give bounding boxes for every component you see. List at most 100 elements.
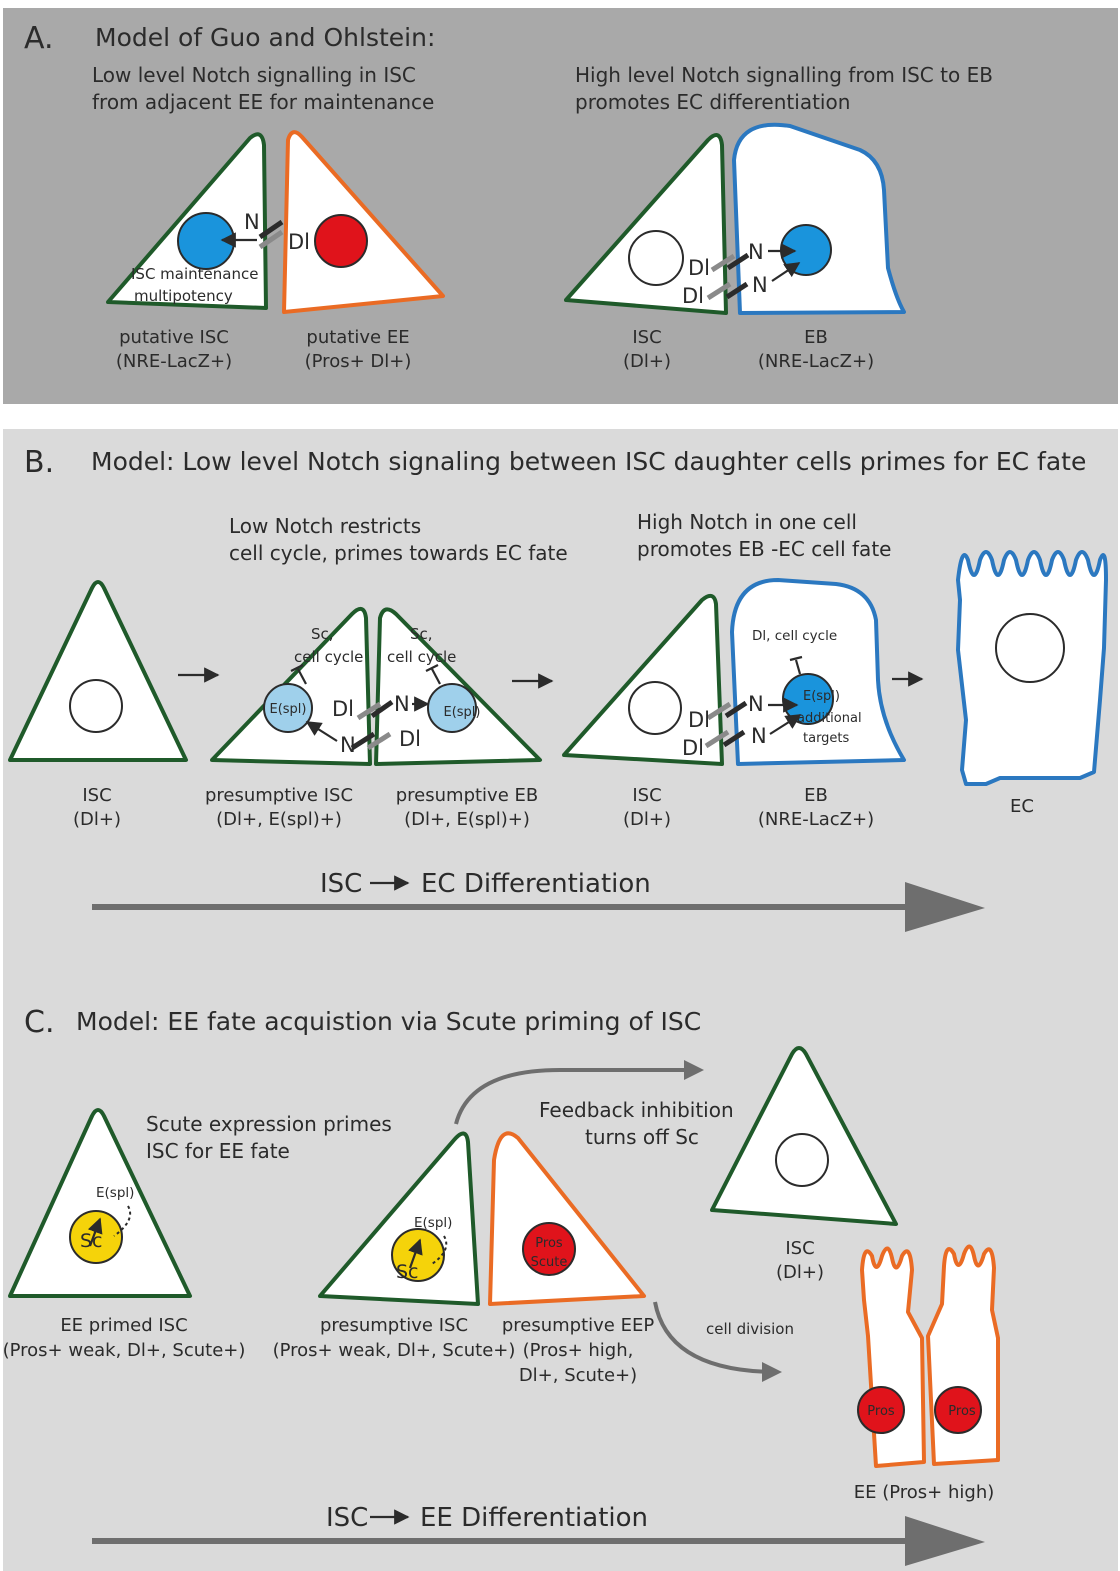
caption-presumptive-isc-c: presumptive ISC xyxy=(320,1315,468,1336)
low-notch-text-2: cell cycle, primes towards EC fate xyxy=(229,541,568,565)
sc-label-2: Sc, xyxy=(410,625,433,643)
caption-presumptive-eep-markers-2: Dl+, Scute+) xyxy=(519,1365,637,1386)
primed-isc-nucleus-yellow xyxy=(69,1210,123,1264)
espl-label-1: E(spl) xyxy=(270,702,307,717)
panel-a-letter: A. xyxy=(24,21,54,56)
scute-text-1: Scute expression primes xyxy=(146,1112,392,1136)
junction-gray-2 xyxy=(706,281,732,301)
dl-label-b2: Dl xyxy=(399,727,421,751)
notch-label-2: N xyxy=(752,273,768,297)
panel-b-letter: B. xyxy=(24,445,54,480)
notch-arrow-2 xyxy=(771,262,801,282)
high-notch-text-2: promotes EB -EC cell fate xyxy=(637,537,891,561)
junction-dark-1 xyxy=(726,252,750,271)
dashed-feedback-c1 xyxy=(113,1205,132,1237)
caption-isc-b3: ISC xyxy=(632,785,661,806)
delta-label: Dl xyxy=(288,230,310,254)
isc-cell-a xyxy=(564,133,728,315)
ee-nucleus-red-2 xyxy=(934,1386,982,1434)
junction-gray-b3 xyxy=(706,701,732,721)
isc-nucleus-b3 xyxy=(628,681,682,735)
notch-label-1: N xyxy=(748,240,764,264)
junction-dark-2 xyxy=(725,281,749,300)
cell-division-label: cell division xyxy=(706,1320,794,1338)
espl-label-2: E(spl) xyxy=(444,705,481,720)
inhibition-line-1 xyxy=(297,668,307,685)
inhibition-line-3 xyxy=(794,659,802,675)
caption-eb-b-markers: (NRE-LacZ+) xyxy=(758,809,874,830)
isc-nucleus-b1 xyxy=(69,679,123,733)
n-label-b2: N xyxy=(340,733,356,757)
junction-gray-b4 xyxy=(704,729,730,749)
cell-division-arc-arrow xyxy=(653,1301,782,1382)
panel-a-title: Model of Guo and Ohlstein: xyxy=(95,23,435,52)
inhibition-bar-3 xyxy=(789,655,803,662)
low-notch-text-1: Low Notch restricts xyxy=(229,514,421,538)
caption-ec: EC xyxy=(1010,796,1034,817)
isc-nucleus-c xyxy=(775,1133,829,1187)
isc-maintenance-label: ISC maintenance xyxy=(131,265,258,283)
delta-label-2: Dl xyxy=(682,284,704,308)
caption-presumptive-isc: presumptive ISC xyxy=(205,785,353,806)
inhibition-line-2 xyxy=(431,668,441,685)
notch-arrow-b4 xyxy=(769,714,802,735)
caption-eb: EB xyxy=(804,327,828,348)
ee-nucleus-red-1 xyxy=(857,1386,905,1434)
caption-isc-b1-markers: (Dl+) xyxy=(73,809,121,830)
notch-arrow-b2 xyxy=(305,721,338,742)
eb-cell-b xyxy=(730,578,906,766)
caption-isc: ISC xyxy=(632,327,661,348)
isc-cell-b3 xyxy=(562,593,724,766)
caption-eb-b: EB xyxy=(804,785,828,806)
notch-junction-dark xyxy=(258,219,284,240)
sc-arrow-c2 xyxy=(408,1238,423,1269)
delta-label-1: Dl xyxy=(688,256,710,280)
panel-a-left-text-2: from adjacent EE for maintenance xyxy=(92,90,434,114)
pros-label-eep: Pros xyxy=(535,1236,563,1251)
junction-dark-b1 xyxy=(370,699,394,719)
caption-isc-c: ISC xyxy=(785,1238,814,1259)
caption-presumptive-eep: presumptive EEP xyxy=(502,1315,655,1336)
cell-cycle-label-1: cell cycle xyxy=(294,648,363,666)
isc-nucleus xyxy=(628,230,684,286)
panel-a-right-text-2: promotes EC differentiation xyxy=(575,90,850,114)
espl-label-3: E(spl) xyxy=(803,689,840,704)
eep-nucleus-red xyxy=(522,1222,576,1276)
flow-isc-label: ISC xyxy=(320,869,362,899)
inhibition-bar-2 xyxy=(425,664,439,672)
panel-b-title: Model: Low level Notch signaling between… xyxy=(91,447,1086,476)
panel-a-right-text-1: High level Notch signalling from ISC to … xyxy=(575,63,993,87)
junction-gray-1 xyxy=(710,253,736,273)
delta-junction-gray xyxy=(258,229,284,250)
isc-cell-b1 xyxy=(8,580,188,762)
panel-a: A. Model of Guo and Ohlstein: Low level … xyxy=(3,8,1118,404)
n-label-b4: N xyxy=(751,724,767,748)
caption-ee-primed-isc-markers: (Pros+ weak, Dl+, Scute+) xyxy=(3,1340,246,1361)
caption-putative-isc-markers: (NRE-LacZ+) xyxy=(116,351,232,372)
caption-isc-b1: ISC xyxy=(82,785,111,806)
junction-dark-b4 xyxy=(722,729,746,748)
dl-cell-cycle-label: Dl, cell cycle xyxy=(752,628,837,644)
junction-dark-b2 xyxy=(350,731,376,751)
caption-presumptive-isc-c-markers: (Pros+ weak, Dl+, Scute+) xyxy=(273,1340,516,1361)
pros-label-ee-2: Pros xyxy=(948,1404,976,1419)
junction-dark-b3 xyxy=(724,700,748,719)
ee-primed-isc-cell xyxy=(8,1108,192,1298)
ee-differentiation-arrowhead xyxy=(905,1516,985,1566)
inhibition-bar-1 xyxy=(290,664,304,672)
flow-isc-label-c: ISC xyxy=(326,1503,368,1533)
caption-eb-markers: (NRE-LacZ+) xyxy=(758,351,874,372)
flow-ee-differentiation-label: EE Differentiation xyxy=(420,1503,648,1533)
feedback-text-1: Feedback inhibition xyxy=(539,1098,734,1122)
sc-arrow-c1 xyxy=(87,1217,103,1247)
high-notch-text-1: High Notch in one cell xyxy=(637,510,857,534)
n-label-b1: N xyxy=(394,692,410,716)
caption-putative-isc: putative ISC xyxy=(119,327,229,348)
sc-label-1: Sc, xyxy=(311,625,334,643)
ee-nucleus-red xyxy=(314,214,368,268)
caption-presumptive-eb-markers: (Dl+, E(spl)+) xyxy=(404,809,530,830)
sc-label-c2: Sc xyxy=(396,1261,419,1283)
caption-putative-ee: putative EE xyxy=(306,327,409,348)
notch-label: N xyxy=(244,210,260,234)
